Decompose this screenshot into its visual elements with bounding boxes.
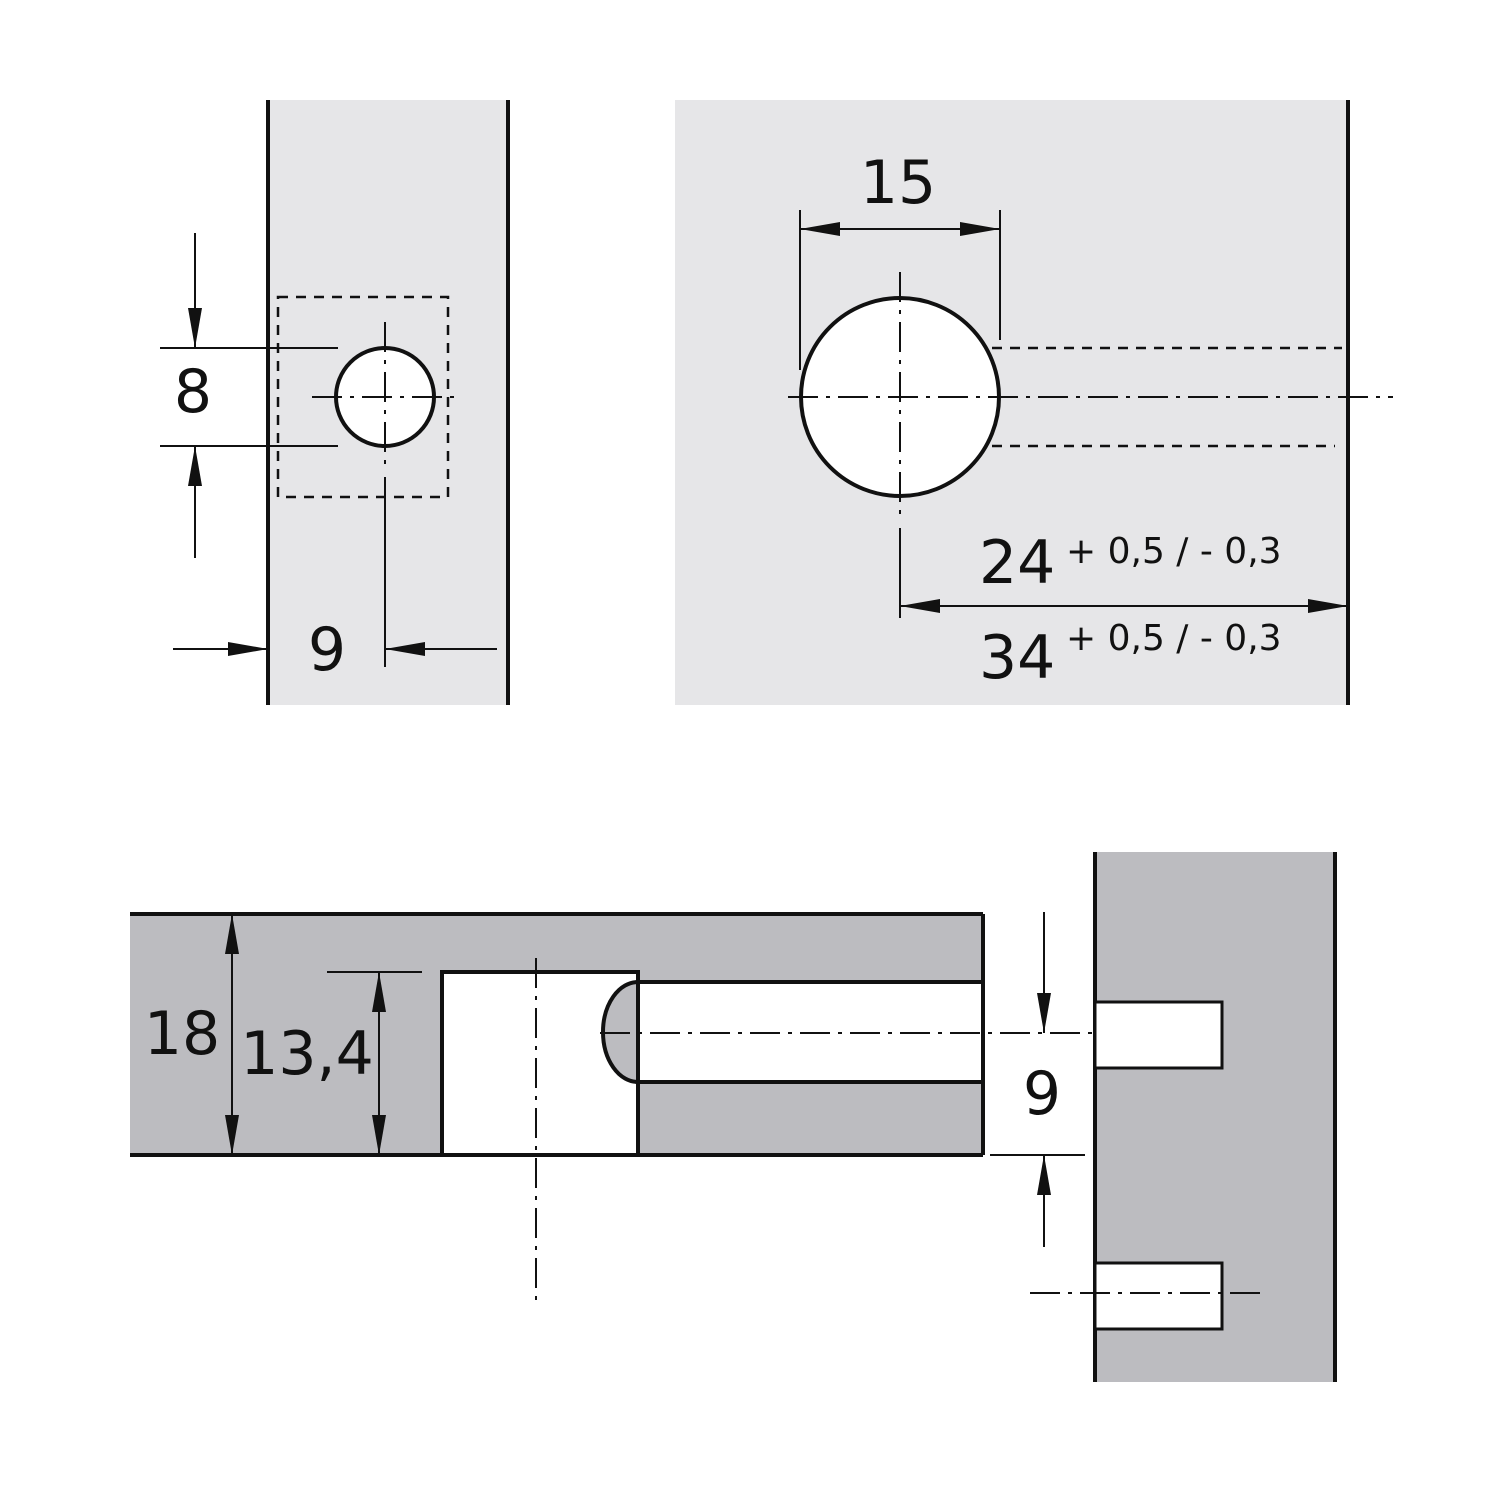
- face-view: 15 24 + 0,5 / - 0,3 34 + 0,5 / - 0,3: [675, 100, 1393, 705]
- dimension-9-edge: 9: [173, 615, 497, 685]
- tolerance-24: + 0,5 / - 0,3: [1066, 531, 1282, 572]
- dimension-24-34: 24 + 0,5 / - 0,3 34 + 0,5 / - 0,3: [899, 528, 1348, 693]
- dowel-lower: [1093, 1261, 1224, 1331]
- dim-bore-depth: 13,4: [240, 1019, 374, 1089]
- horizontal-panel-section: [130, 914, 983, 1155]
- cam-pocket: [440, 970, 640, 1155]
- dimension-8: 8: [160, 233, 338, 558]
- dim-distance-34: 34: [979, 623, 1055, 693]
- face-panel: [675, 100, 1348, 705]
- dim-edge-hole-spacing: 8: [174, 357, 212, 427]
- hidden-fitting-outline: [276, 295, 450, 499]
- tolerance-34: + 0,5 / - 0,3: [1066, 618, 1282, 659]
- dimension-15: 15: [799, 148, 1001, 370]
- dim-distance-24: 24: [979, 528, 1055, 598]
- dim-dowel-offset: 9: [1023, 1059, 1061, 1129]
- dimension-18: 18: [144, 914, 239, 1155]
- dimension-9-section: 9: [990, 912, 1085, 1247]
- dim-bore-diameter: 15: [860, 148, 936, 218]
- edge-view: 8 9: [160, 100, 510, 705]
- dim-edge-offset: 9: [308, 615, 346, 685]
- dowel-upper: [1093, 1000, 1224, 1070]
- dimension-13-4: 13,4: [240, 971, 422, 1155]
- dim-panel-thickness: 18: [144, 999, 220, 1069]
- section-view: 18 13,4 9: [130, 852, 1337, 1382]
